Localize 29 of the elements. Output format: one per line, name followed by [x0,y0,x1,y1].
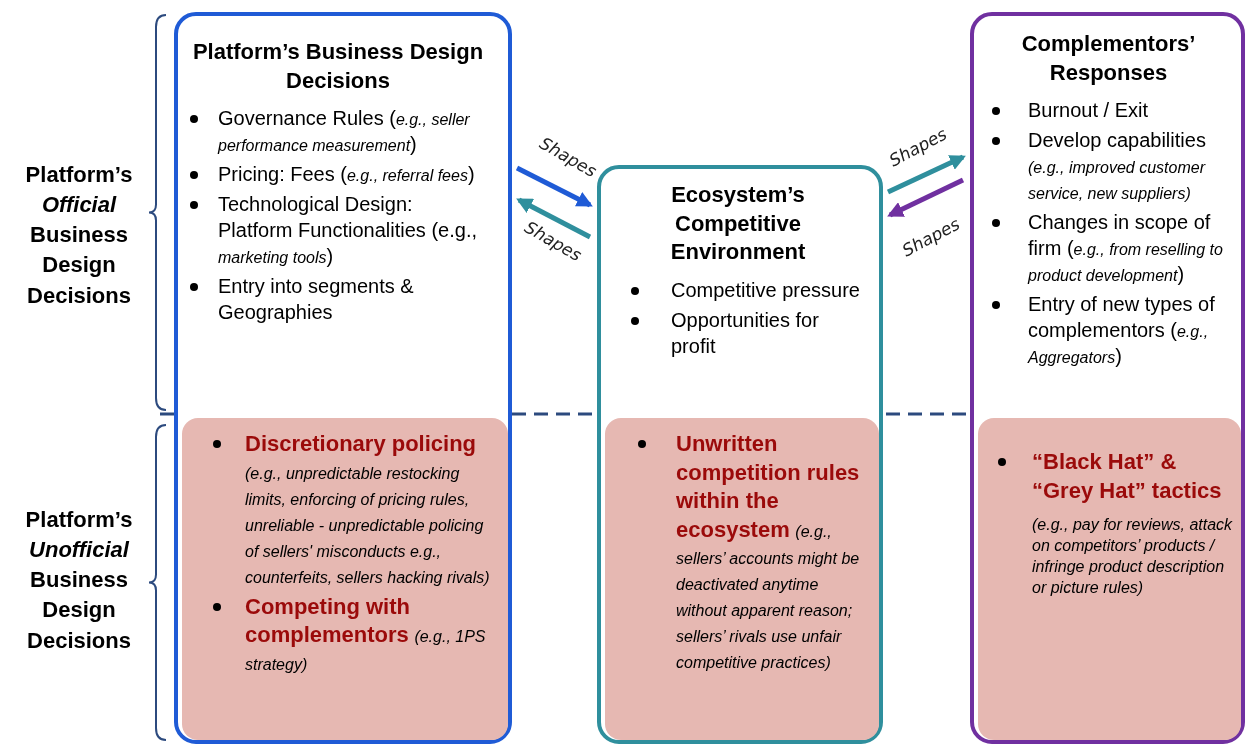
column-panel [970,12,1245,744]
arrow [516,197,592,240]
heading: Platform’s Business Design Decisions [191,38,485,95]
heading: Ecosystem’s Competitive Environment [669,181,807,267]
arrow [515,165,593,208]
shaded-panel [182,418,508,740]
column-panel [174,12,512,744]
bullet-text: Competitive pressure [671,276,865,303]
heading: Complementors’ Responses [1020,30,1197,87]
bullet-text: Unwritten competition rules within the ecosystem (e.g., sellers’ accounts might be deactivated anytime without apparent reason; sellers’ rivals use unfair competitive practices) [676,430,871,675]
row-label: Platform’s Unofficial Business Design Decisions [24,506,134,655]
arrow [886,154,966,195]
bullet-text: Competing with complementors (e.g., 1PS strategy) [245,592,498,676]
bullet-text: Entry of new types of complementors (e.g., Aggregators) [1028,291,1233,370]
row-label: Platform’s Official Business Design Decisions [24,161,134,310]
bullet-text: Burnout / Exit [1028,97,1233,124]
bullet-text: Opportunities for profit [671,306,865,359]
arrow [887,177,965,218]
bullet-text: Entry into segments & Geographies [218,273,488,326]
bullet-text: Technological Design: Platform Functionalities (e.g., marketing tools) [218,191,488,270]
bullet-text: “Black Hat” & “Grey Hat” tactics (e.g., pay for reviews, attack on competitors’ products / infringe product description or picture rules) [1032,448,1233,599]
bullet-text: Develop capabilities (e.g., improved customer service, new suppliers) [1028,127,1233,206]
bullet-text: Governance Rules (e.g., seller performance measurement) [218,105,488,158]
shaded-panel [605,418,879,740]
bullet-text: Discretionary policing (e.g., unpredictable restocking limits, enforcing of pricing rules, unreliable - unpredictable policing of sellers' misconducts e.g., counterfeits, sellers hacking rivals) [245,430,498,589]
column-panel [597,165,883,744]
bullet-text: Changes in scope of firm (e.g., from reselling to product development) [1028,209,1233,288]
bullet-text: Pricing: Fees (e.g., referral fees) [218,161,488,188]
shaded-panel [978,418,1241,740]
